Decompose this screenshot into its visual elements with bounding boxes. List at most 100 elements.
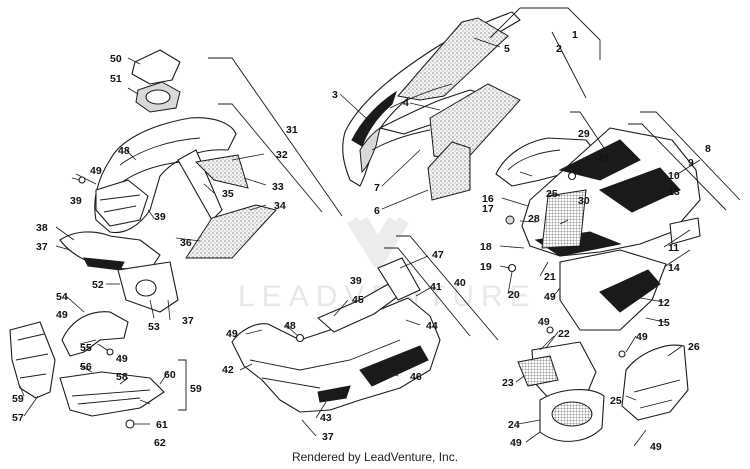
nose-cover-54	[61, 311, 129, 357]
callout-39-right: 39	[350, 275, 362, 287]
belly-pan-assembly	[231, 257, 441, 413]
callout-15: 15	[658, 317, 670, 329]
callout-3: 3	[332, 89, 338, 101]
fastener-30	[567, 171, 577, 181]
fastener-48	[295, 333, 305, 343]
hood-vent-black	[351, 90, 397, 147]
callout-49-panel: 49	[544, 291, 556, 303]
fastener-62	[125, 419, 135, 429]
callout-25-upper: 25	[546, 188, 558, 200]
bracket-29	[570, 111, 613, 161]
callout-51: 51	[110, 73, 122, 85]
foam-33	[194, 154, 249, 189]
callout-57: 57	[12, 412, 24, 424]
callouts: 1 2 3 4 5 6 7 8 9 10 11 12 13 14 15 16 1…	[12, 29, 711, 453]
callout-49-belly: 49	[226, 328, 238, 340]
callout-56: 56	[80, 361, 92, 373]
bracket-1-2	[489, 7, 601, 99]
hood-upper-assembly	[342, 11, 521, 201]
callout-30: 30	[578, 195, 590, 207]
callout-16: 16	[482, 193, 494, 205]
callout-20: 20	[508, 289, 520, 301]
callout-59-left: 59	[12, 393, 24, 405]
callout-31: 31	[286, 124, 298, 136]
callout-37-mid: 37	[182, 315, 194, 327]
callout-44: 44	[426, 320, 438, 332]
vent-cover-mesh	[551, 401, 593, 427]
group-brackets	[178, 7, 741, 411]
callout-24: 24	[508, 419, 520, 431]
belly-contours	[249, 339, 401, 389]
callout-7: 7	[374, 182, 380, 194]
callout-26: 26	[688, 341, 700, 353]
callout-8: 8	[705, 143, 711, 155]
callout-49-console: 49	[90, 165, 102, 177]
callout-37-left: 37	[36, 241, 48, 253]
callout-10: 10	[668, 170, 680, 182]
side-panel-assembly	[495, 127, 701, 331]
callout-38: 38	[36, 222, 48, 234]
belly-pan-trim	[317, 385, 351, 403]
hood-contours	[371, 83, 453, 151]
callout-59-right: 59	[190, 383, 202, 395]
callout-37-bottom: 37	[322, 431, 334, 443]
callout-48-left: 48	[118, 145, 130, 157]
foam-34	[185, 204, 277, 259]
foam-pad-4	[429, 83, 521, 161]
callout-61: 61	[156, 419, 168, 431]
watermark-logo-icon	[346, 216, 410, 268]
foam-pad-6	[427, 141, 471, 201]
callout-12: 12	[658, 297, 670, 309]
callout-32: 32	[276, 149, 288, 161]
lower-console-38	[59, 231, 161, 271]
callout-22: 22	[558, 328, 570, 340]
callout-46: 46	[410, 371, 422, 383]
clip-11	[669, 217, 701, 245]
gasket-50	[131, 49, 181, 85]
lower-panel-graphic	[599, 269, 661, 313]
callout-62: 62	[154, 437, 166, 449]
callout-48-mid: 48	[284, 320, 296, 332]
side-panel-57	[9, 321, 56, 399]
rear-panel-assembly	[621, 344, 689, 421]
bracket-31-32	[208, 57, 343, 217]
callout-36: 36	[180, 237, 192, 249]
callout-43: 43	[320, 412, 332, 424]
fastener-49	[106, 348, 114, 356]
callout-2: 2	[556, 43, 562, 55]
callout-42: 42	[222, 364, 234, 376]
callout-19: 19	[480, 261, 492, 273]
callout-6: 6	[374, 205, 380, 217]
callout-49-rear: 49	[636, 331, 648, 343]
footer-credit: Rendered by LeadVenture, Inc.	[291, 450, 459, 464]
callout-52: 52	[92, 279, 104, 291]
callout-39-left: 39	[70, 195, 82, 207]
fastener-49-console	[78, 176, 86, 184]
mesh-screen-28	[541, 189, 587, 249]
callout-25-lower: 25	[610, 395, 622, 407]
callout-54: 54	[56, 291, 68, 303]
hood-vent-gray	[359, 126, 381, 174]
bracket-35	[177, 149, 223, 221]
callout-23: 23	[502, 377, 514, 389]
bumper-contours	[71, 389, 151, 405]
bracket-8-9	[628, 111, 741, 211]
side-panel-contours	[15, 333, 49, 379]
callout-49-nose: 49	[56, 309, 68, 321]
callout-58: 58	[116, 371, 128, 383]
bracket-40-41	[384, 235, 499, 341]
graphic-stripe-a	[558, 139, 641, 181]
console-assembly	[59, 49, 277, 313]
belly-pan-stripe	[359, 345, 429, 387]
callout-49-vent: 49	[538, 316, 550, 328]
callout-50: 50	[110, 53, 122, 65]
nose-assembly	[9, 311, 165, 429]
vent-grille-23	[517, 355, 559, 387]
callout-14: 14	[668, 262, 680, 274]
callout-9: 9	[688, 157, 694, 169]
callout-49-nose-b: 49	[116, 353, 128, 365]
callout-53: 53	[148, 321, 160, 333]
hardware	[78, 176, 626, 358]
fastener-49-vent	[546, 326, 554, 334]
